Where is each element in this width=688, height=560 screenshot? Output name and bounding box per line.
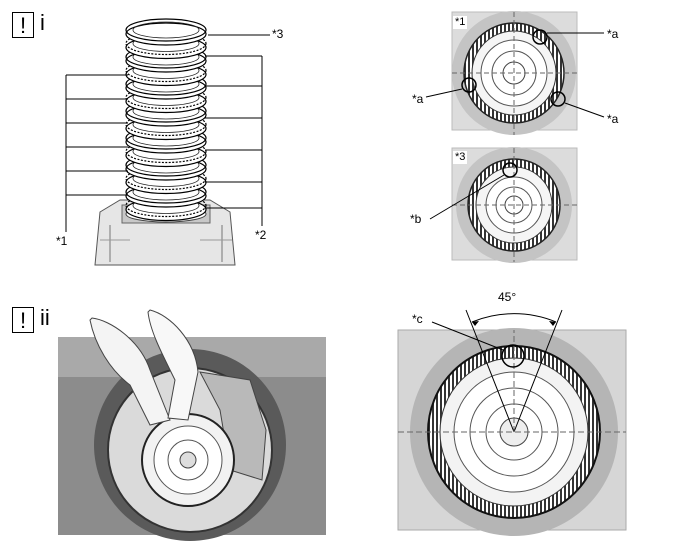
photo-45-degree-alignment <box>397 309 627 536</box>
angle-arc-45 <box>471 313 557 326</box>
photo-plate-alignment-top <box>451 11 578 135</box>
photo-tag-3: *3 <box>453 151 468 164</box>
callout-a-top: *a <box>607 27 619 41</box>
photo-install-clutch-hands <box>58 309 326 541</box>
leader-lines-a <box>425 32 605 118</box>
caution-mark-step-1: ! <box>12 12 34 38</box>
leader-lines-1 <box>65 74 128 232</box>
leader-line-b <box>429 174 505 220</box>
clutch-plate-stack <box>125 18 207 222</box>
callout-b: *b <box>410 212 422 226</box>
callout-a-right: *a <box>607 112 619 126</box>
callout-2: *2 <box>255 228 267 242</box>
leader-lines-2 <box>205 55 263 226</box>
photo-plate-alignment-bottom <box>451 147 578 263</box>
photo-tag-1: *1 <box>453 16 468 29</box>
caution-mark-step-2: ! <box>12 307 34 333</box>
step-number-2: ii <box>40 305 50 330</box>
plate-inner-edge <box>132 21 200 39</box>
callout-c: *c <box>412 312 423 326</box>
callout-1: *1 <box>56 234 68 248</box>
leader-line-c <box>431 321 504 351</box>
clutch-plate-face <box>125 18 207 42</box>
callout-3-step1: *3 <box>272 27 284 41</box>
angle-label: 45° <box>498 290 517 304</box>
step-number-1: i <box>40 10 45 35</box>
callout-a-left: *a <box>412 92 424 106</box>
